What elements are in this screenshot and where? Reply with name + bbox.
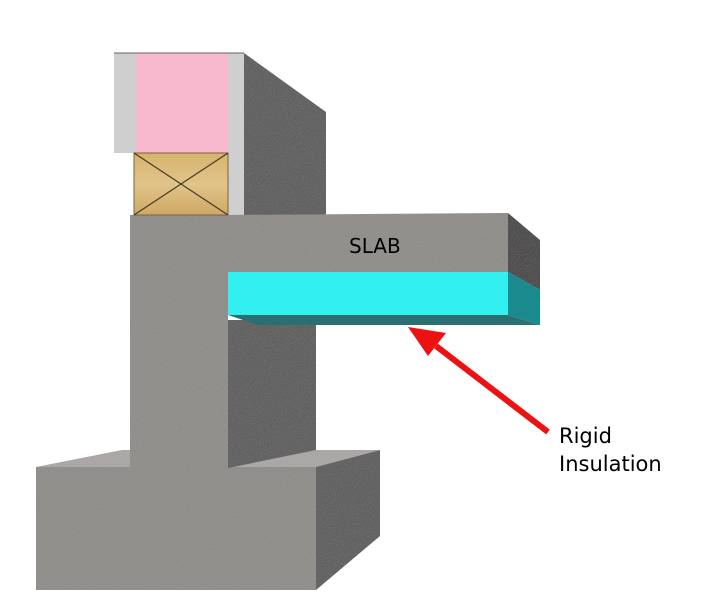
wall-side [244, 53, 326, 215]
slab-end-side [508, 213, 540, 290]
callout-label-line-2: Insulation [559, 452, 662, 476]
footing-front [36, 467, 316, 590]
arrow-shaft [434, 343, 550, 435]
slab [228, 213, 540, 290]
stem-wall-back-side [228, 320, 316, 468]
slab-front [228, 213, 508, 272]
wall-assembly [114, 52, 326, 216]
exterior-sheathing [114, 53, 136, 153]
slab-label: SLAB [349, 234, 401, 258]
arrow-head [408, 327, 446, 356]
interior-drywall [228, 53, 244, 215]
rigid-insulation-underside [228, 315, 540, 325]
callout-arrow [408, 327, 550, 435]
sill-plate [133, 152, 229, 216]
stem-wall-front [130, 215, 228, 468]
footing-side [316, 450, 380, 590]
rigid-insulation-end [508, 272, 540, 325]
rigid-insulation [228, 272, 540, 325]
stem-wall [130, 215, 316, 468]
sill-plate-cross-line [133, 152, 229, 216]
footing [36, 450, 380, 590]
batt-insulation [136, 53, 228, 153]
rigid-insulation-front [228, 272, 508, 315]
callout-label-line-1: Rigid [559, 424, 612, 448]
